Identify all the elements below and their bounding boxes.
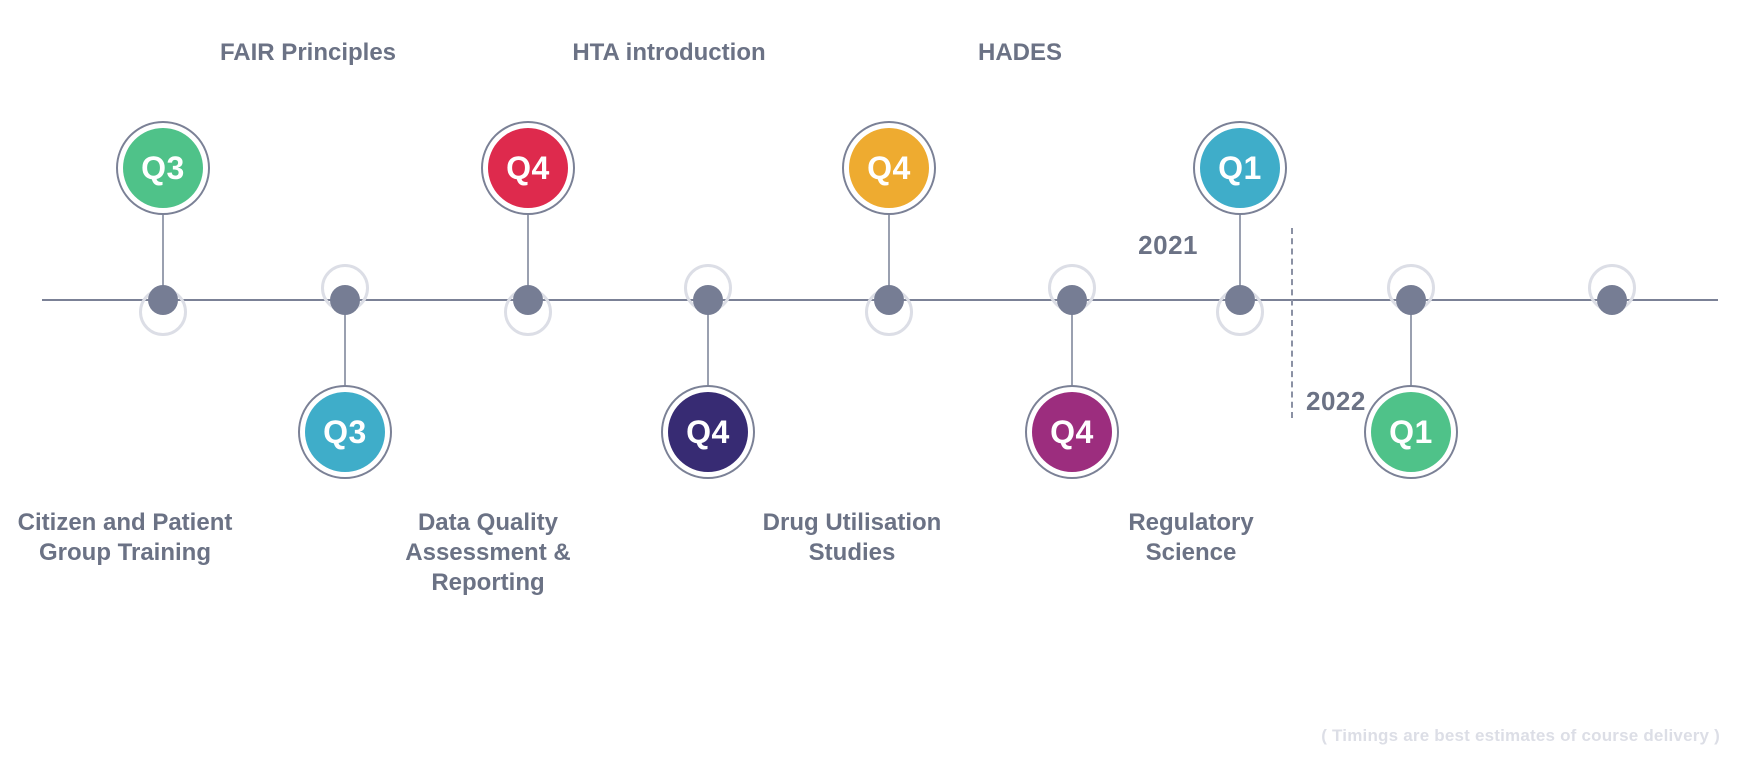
node-axis-dot[interactable] — [693, 285, 723, 315]
node-connector-stem — [527, 196, 529, 300]
node-axis-dot[interactable] — [330, 285, 360, 315]
node-connector-stem — [162, 196, 164, 300]
quarter-bubble-label: Q4 — [849, 128, 929, 208]
quarter-bubble[interactable]: Q4 — [661, 385, 755, 479]
quarter-bubble[interactable]: Q3 — [116, 121, 210, 215]
node-title-label: HTA introduction — [572, 39, 766, 66]
year-label-2022: 2022 — [1306, 386, 1366, 416]
year-label-2021: 2021 — [1138, 230, 1198, 260]
node-title-label: HADES — [977, 39, 1062, 66]
quarter-bubble[interactable]: Q1 — [1193, 121, 1287, 215]
node-axis-dot[interactable] — [1225, 285, 1255, 315]
quarter-bubble-label: Q1 — [1200, 128, 1280, 208]
node-connector-stem — [707, 300, 709, 400]
year-divider-dashed-line — [1291, 228, 1293, 418]
quarter-bubble-label: Q4 — [1032, 392, 1112, 472]
quarter-bubble[interactable]: Q4 — [842, 121, 936, 215]
node-title-label: Drug Utilisation Studies — [762, 509, 942, 567]
quarter-bubble[interactable]: Q3 — [298, 385, 392, 479]
node-axis-dot[interactable] — [148, 285, 178, 315]
node-title-label: FAIR Principles — [219, 39, 397, 66]
quarter-bubble-label: Q3 — [305, 392, 385, 472]
quarter-bubble-label: Q4 — [488, 128, 568, 208]
node-title-label: Citizen and Patient Group Training — [17, 509, 233, 567]
node-connector-stem — [1071, 300, 1073, 400]
quarter-bubble[interactable]: Q4 — [1025, 385, 1119, 479]
node-axis-dot[interactable] — [874, 285, 904, 315]
node-axis-dot[interactable] — [1396, 285, 1426, 315]
node-title-label: Regulatory Science — [1128, 509, 1254, 567]
node-connector-stem — [1239, 196, 1241, 300]
quarter-bubble-label: Q3 — [123, 128, 203, 208]
node-connector-stem — [1410, 300, 1412, 400]
quarter-bubble-label: Q4 — [668, 392, 748, 472]
node-connector-stem — [344, 300, 346, 400]
quarter-bubble-label: Q1 — [1371, 392, 1451, 472]
node-axis-dot[interactable] — [513, 285, 543, 315]
node-connector-stem — [888, 196, 890, 300]
node-axis-dot[interactable] — [1597, 285, 1627, 315]
node-title-label: Data Quality Assessment & Reporting — [405, 509, 571, 597]
footnote-text: ( Timings are best estimates of course d… — [1321, 726, 1720, 745]
node-axis-dot[interactable] — [1057, 285, 1087, 315]
quarter-bubble[interactable]: Q4 — [481, 121, 575, 215]
quarter-bubble[interactable]: Q1 — [1364, 385, 1458, 479]
